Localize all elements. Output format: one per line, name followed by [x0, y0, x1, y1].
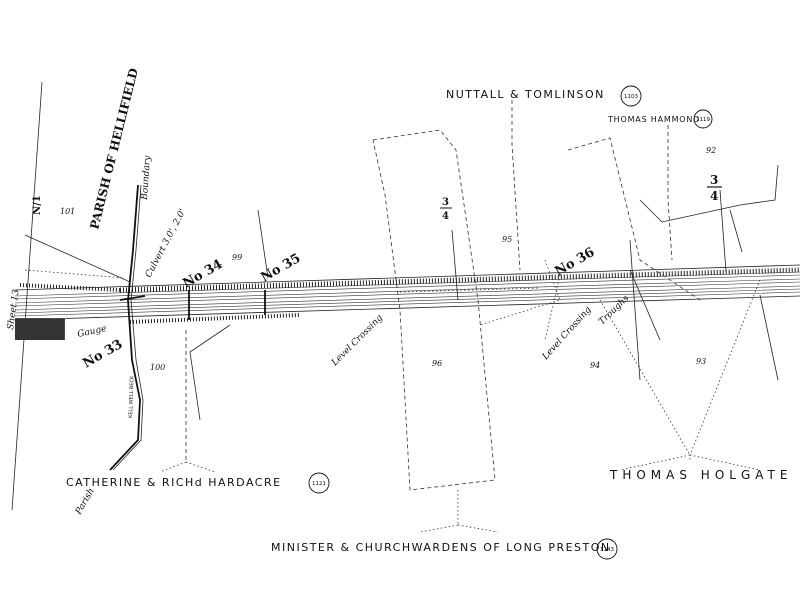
svg-text:1143: 1143 [600, 547, 614, 553]
plot-99: 99 [232, 253, 242, 262]
owner-thomas-holgate: THOMAS HOLGATE [609, 468, 792, 482]
boundary-label: Boundary [140, 155, 153, 202]
svg-text:1103: 1103 [624, 94, 638, 100]
bridge-36-label: No 36 [553, 245, 598, 280]
north-fraction: N/1 [32, 195, 43, 215]
svg-text:CATHERINE & RICHd HARDACRE: CATHERINE & RICHd HARDACRE [66, 476, 282, 489]
owner-hardacre: CATHERINE & RICHd HARDACRE 1121 [66, 472, 330, 494]
plot-101: 101 [60, 207, 75, 216]
svg-text:THOMAS HAMMOND: THOMAS HAMMOND [607, 115, 700, 124]
svg-text:MINISTER & CHURCHWARDENS OF LO: MINISTER & CHURCHWARDENS OF LONG PRESTON [271, 541, 611, 554]
svg-text:3: 3 [442, 197, 449, 208]
plot-100: 100 [150, 363, 165, 372]
plot-92: 92 [706, 146, 716, 155]
level-crossing-1: Level Crossing [329, 313, 385, 369]
parish-label: PARISH OF HELLIFIELD [87, 67, 141, 231]
troughs-label: Troughs [597, 294, 631, 328]
svg-text:4: 4 [442, 211, 449, 222]
owner-long-preston: MINISTER & CHURCHWARDENS OF LONG PRESTON… [271, 538, 618, 560]
fraction-mark-1: 3 4 [440, 197, 452, 222]
svg-text:4: 4 [710, 189, 718, 203]
beck-stream [109, 184, 141, 471]
plot-94: 94 [590, 361, 600, 370]
plot-95: 95 [502, 235, 512, 244]
bridge-33-label: No 33 [81, 337, 126, 372]
railway-corridor [14, 264, 800, 324]
fraction-mark-2: 3 4 [707, 173, 722, 203]
sheet-edge-line [11, 81, 43, 511]
level-crossing-2: Level Crossing [540, 305, 594, 363]
plot-93: 93 [696, 357, 706, 366]
svg-text:THOMAS HOLGATE: THOMAS HOLGATE [609, 468, 792, 482]
plot-96-outline [372, 129, 496, 491]
svg-text:1121: 1121 [312, 481, 326, 487]
svg-text:1119: 1119 [696, 117, 710, 123]
plot-96: 96 [432, 359, 442, 368]
bridge-35-label: No 35 [259, 251, 304, 286]
owner-thomas-hammond: THOMAS HAMMOND 1119 [607, 109, 713, 129]
svg-text:NUTTALL & TOMLINSON: NUTTALL & TOMLINSON [446, 88, 605, 101]
parish-bottom-label: Parish [73, 487, 96, 518]
svg-text:3: 3 [710, 173, 718, 187]
owner-nuttall-tomlinson: NUTTALL & TOMLINSON 1103 [446, 85, 642, 107]
beck-label: KELL WELL BECK [128, 375, 135, 418]
plot-101-boundary [24, 234, 131, 283]
culvert-label: Culvert 3.0', 2.0' [144, 208, 189, 280]
building-block [15, 318, 65, 340]
bridge-34-label: No 34 [181, 257, 226, 292]
gauge-label: Gauge [77, 324, 108, 340]
